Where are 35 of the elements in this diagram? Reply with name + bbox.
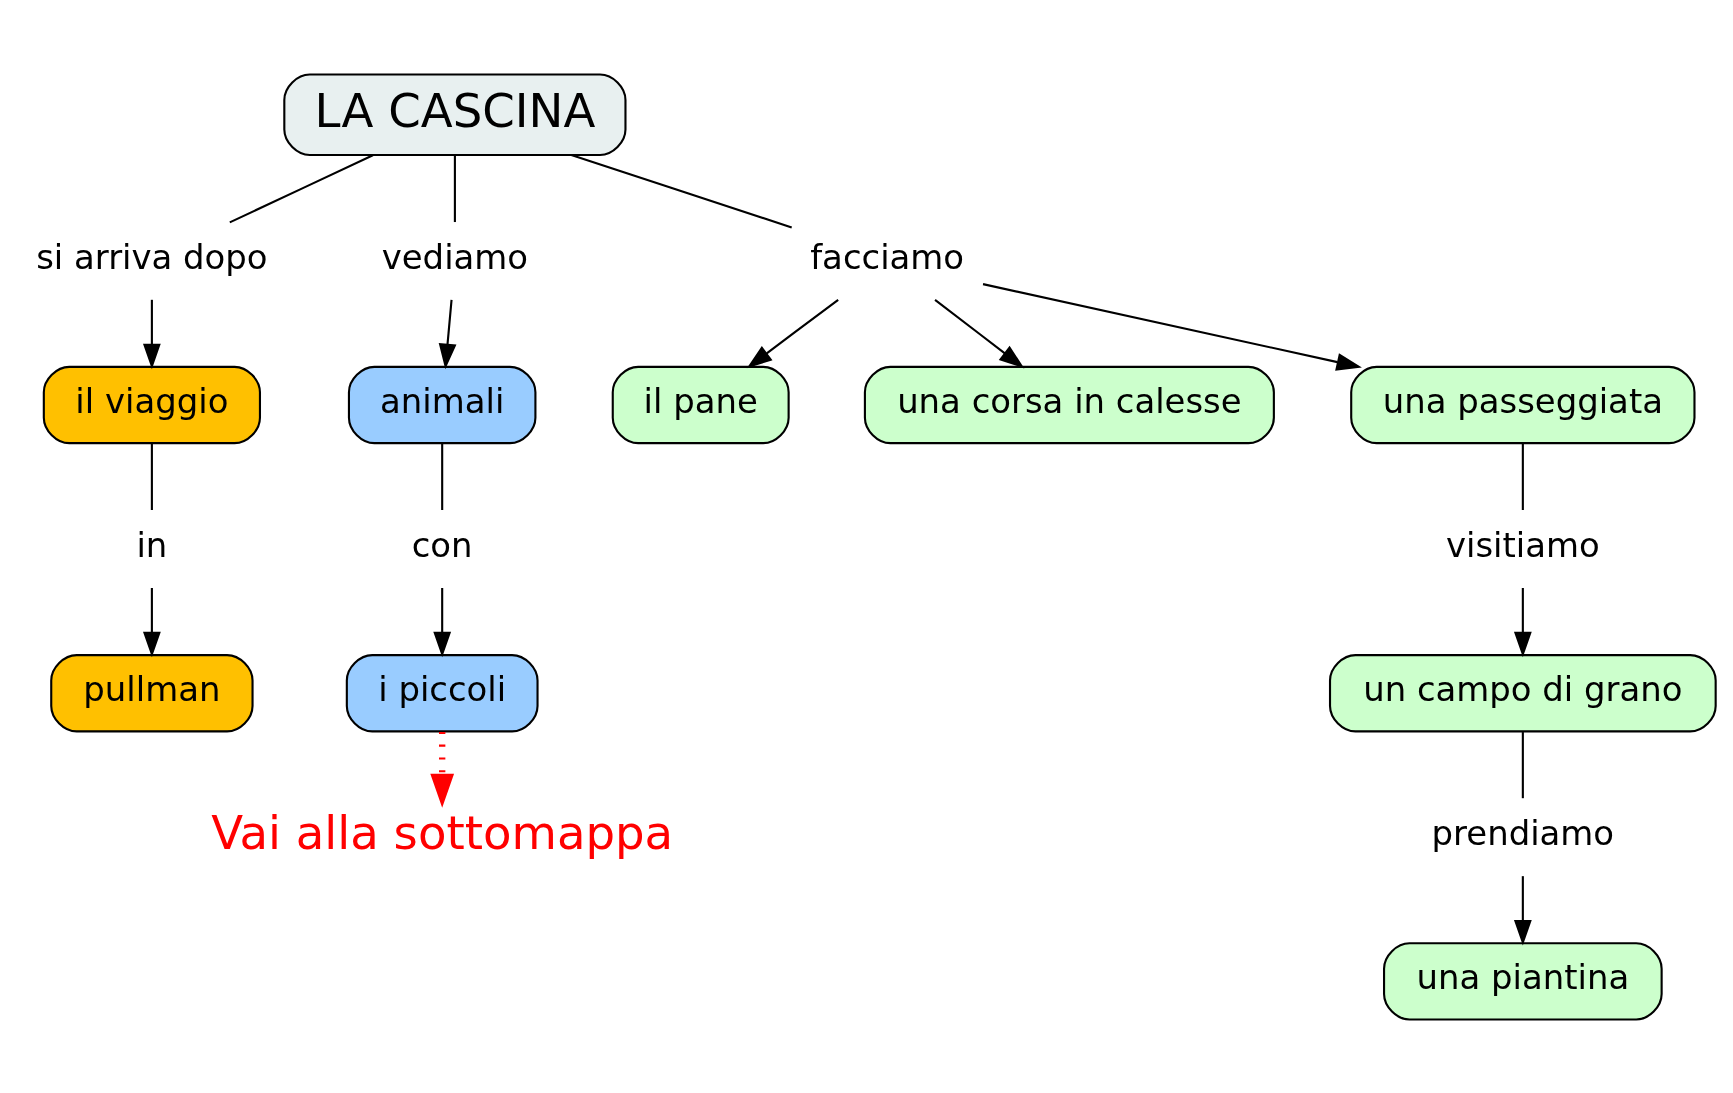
arrow — [1513, 587, 1532, 657]
connector — [453, 155, 456, 222]
arrow — [433, 587, 452, 657]
node-text: si arriva dopo — [36, 237, 268, 277]
node-text: visitiamo — [1445, 525, 1600, 565]
connector — [1521, 443, 1524, 510]
node-box: animali — [347, 365, 537, 444]
node-text: con — [411, 525, 473, 565]
node-box: una passeggiata — [1350, 365, 1696, 444]
node-box: una piantina — [1383, 941, 1663, 1021]
connector — [570, 153, 793, 228]
connector — [1521, 731, 1524, 798]
arrow — [1513, 875, 1532, 945]
arrow — [438, 299, 457, 369]
node-text: vediamo — [381, 237, 529, 277]
connector — [229, 153, 374, 223]
arrow — [142, 587, 161, 657]
node-text: Vai alla sottomappa — [211, 805, 674, 860]
node-box: una corsa in calesse — [863, 365, 1275, 444]
arrow — [746, 298, 839, 368]
arrow — [142, 299, 161, 369]
node-box: un campo di grano — [1328, 653, 1717, 732]
connector — [441, 443, 444, 510]
arrow — [430, 731, 455, 808]
node-box: i piccoli — [345, 653, 539, 732]
node-box: il pane — [611, 365, 790, 444]
node-text: in — [136, 525, 168, 565]
node-text: facciamo — [810, 237, 965, 277]
node-text: prendiamo — [1431, 813, 1615, 853]
arrow — [934, 298, 1025, 368]
node-box: LA CASCINA — [283, 72, 627, 156]
connector — [150, 443, 153, 510]
arrow — [982, 282, 1362, 371]
node-box: il viaggio — [42, 365, 261, 444]
node-box: pullman — [50, 653, 254, 732]
